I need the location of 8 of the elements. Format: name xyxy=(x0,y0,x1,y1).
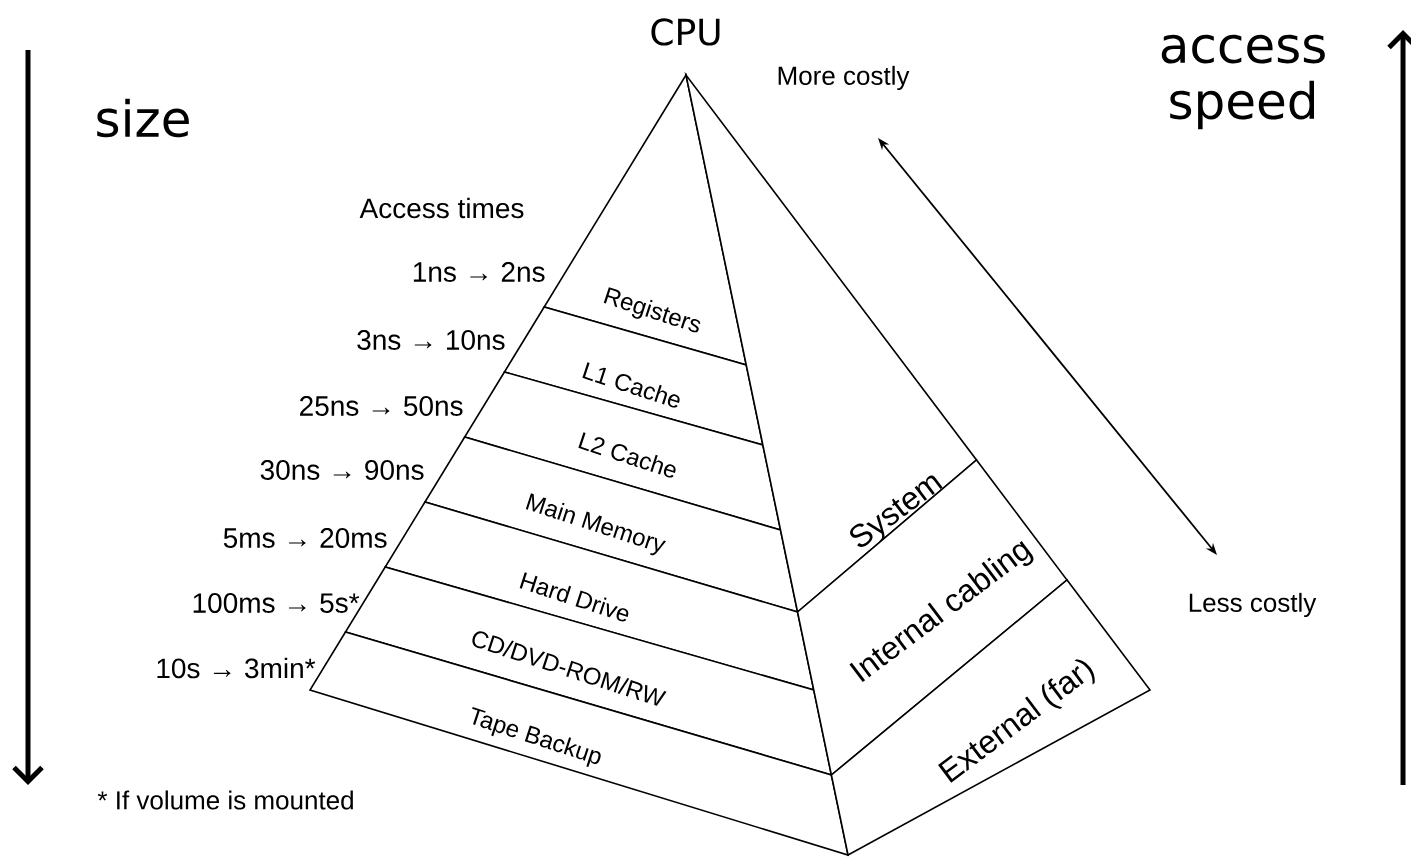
text-label: CPU xyxy=(651,18,720,46)
text-label: Less costly xyxy=(1189,592,1317,618)
text-label: 1ns → 2ns xyxy=(413,262,545,282)
text-label: 30ns → 90ns xyxy=(260,460,424,480)
text-label: 25ns → 50ns xyxy=(300,396,463,416)
text-label: 3ns → 10ns xyxy=(357,330,505,350)
text-label: size xyxy=(97,98,189,138)
text-label: access speed xyxy=(1161,34,1325,130)
